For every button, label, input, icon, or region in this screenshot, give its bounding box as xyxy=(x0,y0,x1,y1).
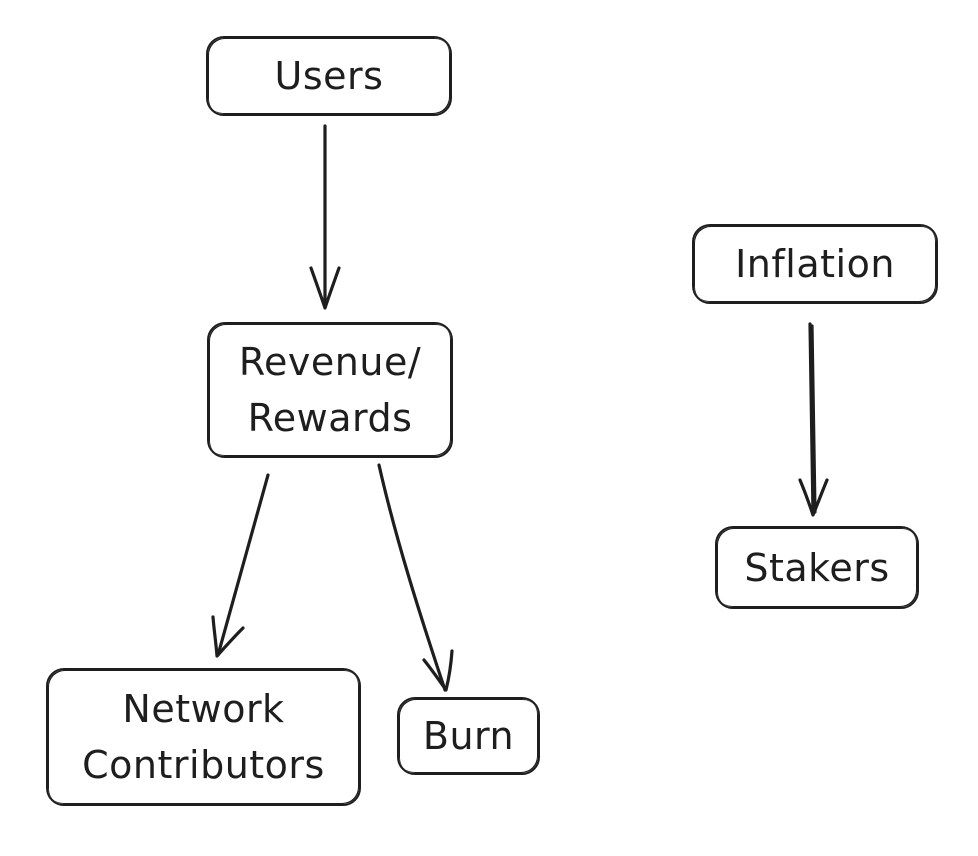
node-revenue-rewards-label-line-1: Revenue/ xyxy=(238,340,422,384)
node-revenue-rewards-label: Revenue/ Rewards xyxy=(239,334,421,446)
node-network-contributors-label: Network Contributors xyxy=(82,681,325,793)
node-network-contributors: Network Contributors xyxy=(46,668,361,806)
node-stakers: Stakers xyxy=(715,526,919,609)
arrow-users-to-revenue xyxy=(309,124,341,310)
node-revenue-rewards: Revenue/ Rewards xyxy=(207,322,453,458)
node-users: Users xyxy=(206,36,452,116)
node-users-label: Users xyxy=(275,48,384,104)
arrow-revenue-to-burn xyxy=(377,463,454,692)
node-burn-label: Burn xyxy=(423,708,514,764)
node-users-label-line: Users xyxy=(274,54,384,98)
node-burn-label-line: Burn xyxy=(422,714,515,758)
node-inflation-label-line: Inflation xyxy=(735,242,895,286)
arrow-revenue-to-contributors xyxy=(211,473,270,658)
node-stakers-label-line: Stakers xyxy=(744,545,890,590)
node-inflation-label: Inflation xyxy=(735,236,895,292)
node-network-contributors-label-line-1: Network xyxy=(122,687,285,731)
node-network-contributors-label-line-2: Contributors xyxy=(82,743,325,787)
node-stakers-label: Stakers xyxy=(744,540,889,596)
node-burn: Burn xyxy=(397,697,540,775)
node-revenue-rewards-label-line-2: Rewards xyxy=(247,396,413,440)
arrow-inflation-to-stakers xyxy=(798,322,829,517)
node-inflation: Inflation xyxy=(692,224,938,304)
